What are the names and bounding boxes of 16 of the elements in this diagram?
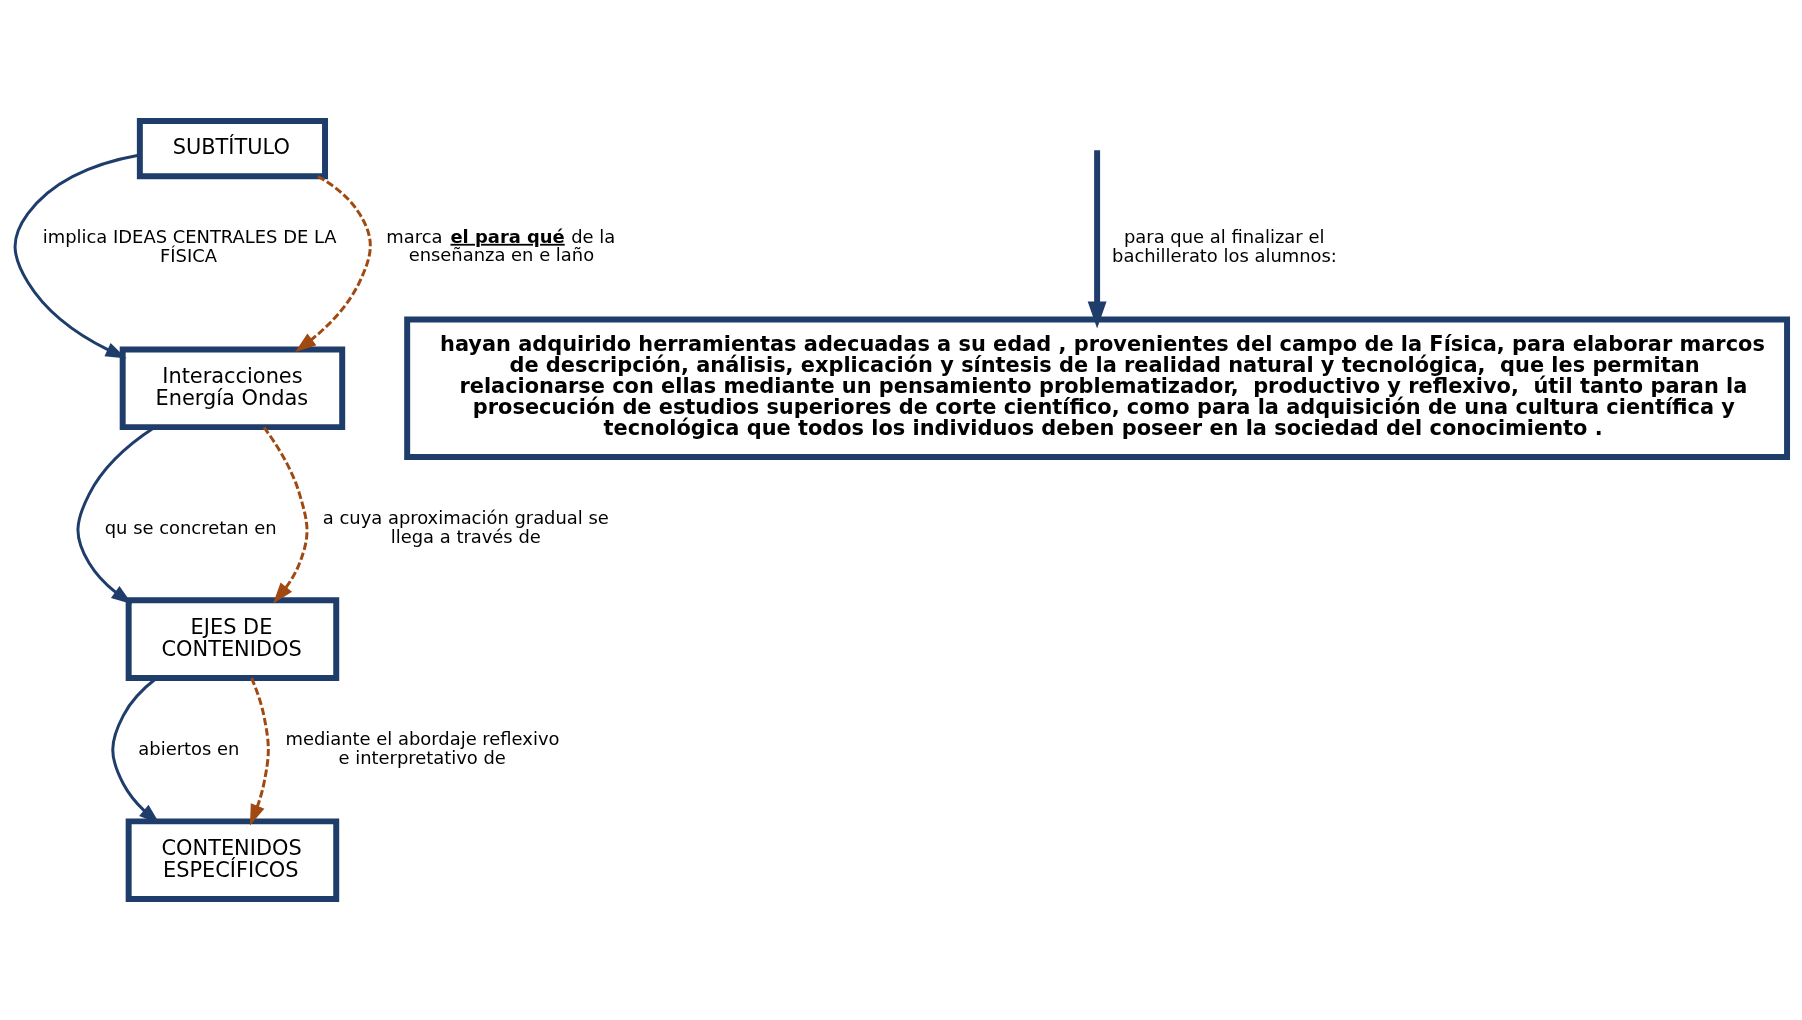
node-box: SUBTÍTULO	[136, 118, 328, 180]
edge-label: abiertos en	[138, 738, 240, 760]
node-box: Interacciones Energía Ondas	[119, 346, 346, 431]
edge-label: marca el para qué de la enseñanza en e laño	[386, 225, 616, 265]
edge-label: para que al finalizar el bachillerato los alumnos:	[1112, 225, 1337, 267]
arrow	[262, 426, 309, 604]
edge-label: a cuya aproximación gradual se llega a través de	[322, 506, 609, 547]
arrow	[295, 175, 372, 353]
arrow	[1087, 150, 1107, 329]
edge-label: implica IDEAS CENTRALES DE LA FÍSICA	[42, 225, 337, 267]
node-box: hayan adquirido herramientas adecuadas a su edad , provenientes del campo de la Física, para elaborar marcos de descripción, análisis, explicación y síntesis de la realidad natural y tecnológica, que les permitan relacionarse con ellas mediante un pensamiento problematizador, productivo y reflexivo, útil tanto paran la prosecución de estudios superiores de corte científico, como para la adquisición de una cultura científica y tecnológica que todos los individuos deben poseer en la sociedad del conocimiento .	[404, 316, 1791, 460]
edge-label: mediante el abordaje reflexivo e interpretativo de	[285, 727, 560, 769]
edge-label: qu se concretan en	[104, 517, 277, 539]
arrow	[249, 677, 270, 826]
node-box: CONTENIDOS ESPECÍFICOS	[125, 818, 340, 902]
node-box: EJES DE CONTENIDOS	[125, 597, 340, 681]
